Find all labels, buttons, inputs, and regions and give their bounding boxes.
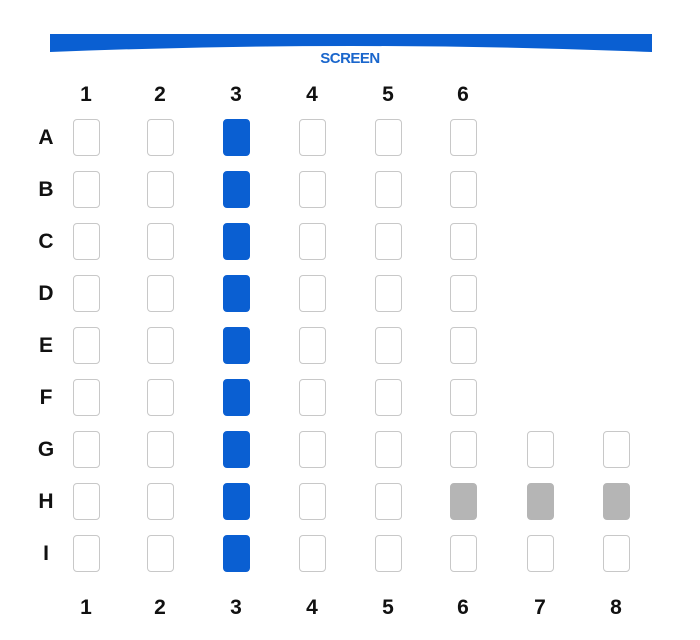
column-label-bottom-2: 2 — [154, 596, 166, 619]
seat-H-2-available[interactable] — [146, 483, 174, 520]
seat-F-3-selected[interactable] — [222, 379, 250, 416]
row-label-I: I — [43, 541, 49, 565]
seat-G-1-available[interactable] — [72, 431, 100, 468]
seat-A-5-available[interactable] — [374, 119, 402, 156]
seat-F-2-available[interactable] — [146, 379, 174, 416]
seat-I-4-available[interactable] — [298, 535, 326, 572]
seat-A-3-selected[interactable] — [222, 119, 250, 156]
seat-G-7-available[interactable] — [526, 431, 554, 468]
screen-banner-shape — [50, 34, 652, 52]
row-label-D: D — [38, 281, 54, 305]
seat-A-6-available[interactable] — [449, 119, 477, 156]
seat-E-1-available[interactable] — [72, 327, 100, 364]
seat-D-5-available[interactable] — [374, 275, 402, 312]
row-label-B: B — [38, 177, 54, 201]
seat-A-4-available[interactable] — [298, 119, 326, 156]
screen-label: SCREEN — [320, 50, 380, 67]
seat-B-5-available[interactable] — [374, 171, 402, 208]
column-label-bottom-7: 7 — [534, 596, 546, 619]
seat-H-7-unavailable — [526, 483, 554, 520]
seat-F-1-available[interactable] — [72, 379, 100, 416]
seat-I-6-available[interactable] — [449, 535, 477, 572]
seat-H-4-available[interactable] — [298, 483, 326, 520]
row-label-E: E — [38, 333, 53, 357]
seat-C-1-available[interactable] — [72, 223, 100, 260]
column-label-top-4: 4 — [306, 83, 318, 106]
seat-B-6-available[interactable] — [449, 171, 477, 208]
seat-I-7-available[interactable] — [526, 535, 554, 572]
seat-D-6-available[interactable] — [449, 275, 477, 312]
column-label-bottom-1: 1 — [80, 596, 92, 619]
seat-C-2-available[interactable] — [146, 223, 174, 260]
seat-H-1-available[interactable] — [72, 483, 100, 520]
seat-D-4-available[interactable] — [298, 275, 326, 312]
seat-C-5-available[interactable] — [374, 223, 402, 260]
column-label-top-3: 3 — [230, 83, 242, 106]
seat-I-5-available[interactable] — [374, 535, 402, 572]
seat-C-6-available[interactable] — [449, 223, 477, 260]
seat-D-3-selected[interactable] — [222, 275, 250, 312]
seat-I-3-selected[interactable] — [222, 535, 250, 572]
seat-D-2-available[interactable] — [146, 275, 174, 312]
seat-F-6-available[interactable] — [449, 379, 477, 416]
seat-B-4-available[interactable] — [298, 171, 326, 208]
column-label-bottom-5: 5 — [382, 596, 394, 619]
seat-E-4-available[interactable] — [298, 327, 326, 364]
row-label-C: C — [38, 229, 54, 253]
seat-I-1-available[interactable] — [72, 535, 100, 572]
seat-B-2-available[interactable] — [146, 171, 174, 208]
seat-I-8-available[interactable] — [602, 535, 630, 572]
screen-banner — [50, 32, 652, 56]
seat-I-2-available[interactable] — [146, 535, 174, 572]
seat-D-1-available[interactable] — [72, 275, 100, 312]
column-label-top-6: 6 — [457, 83, 469, 106]
column-label-top-1: 1 — [80, 83, 92, 106]
row-label-H: H — [38, 489, 54, 513]
seat-E-5-available[interactable] — [374, 327, 402, 364]
seat-E-3-selected[interactable] — [222, 327, 250, 364]
seat-G-8-available[interactable] — [602, 431, 630, 468]
seat-B-1-available[interactable] — [72, 171, 100, 208]
seat-H-3-selected[interactable] — [222, 483, 250, 520]
seat-H-5-available[interactable] — [374, 483, 402, 520]
seat-G-5-available[interactable] — [374, 431, 402, 468]
row-label-A: A — [38, 125, 54, 149]
column-label-bottom-4: 4 — [306, 596, 318, 619]
seat-F-4-available[interactable] — [298, 379, 326, 416]
seat-E-6-available[interactable] — [449, 327, 477, 364]
seat-G-3-selected[interactable] — [222, 431, 250, 468]
seat-E-2-available[interactable] — [146, 327, 174, 364]
seat-G-2-available[interactable] — [146, 431, 174, 468]
seat-C-3-selected[interactable] — [222, 223, 250, 260]
column-label-top-5: 5 — [382, 83, 394, 106]
column-label-bottom-3: 3 — [230, 596, 242, 619]
seat-H-6-unavailable — [449, 483, 477, 520]
seat-G-4-available[interactable] — [298, 431, 326, 468]
seat-B-3-selected[interactable] — [222, 171, 250, 208]
row-label-F: F — [39, 385, 53, 409]
column-label-top-2: 2 — [154, 83, 166, 106]
seat-H-8-unavailable — [602, 483, 630, 520]
row-label-G: G — [37, 437, 55, 461]
seat-A-2-available[interactable] — [146, 119, 174, 156]
seat-F-5-available[interactable] — [374, 379, 402, 416]
column-label-bottom-8: 8 — [610, 596, 622, 619]
column-label-bottom-6: 6 — [457, 596, 469, 619]
seat-A-1-available[interactable] — [72, 119, 100, 156]
seat-G-6-available[interactable] — [449, 431, 477, 468]
seat-C-4-available[interactable] — [298, 223, 326, 260]
